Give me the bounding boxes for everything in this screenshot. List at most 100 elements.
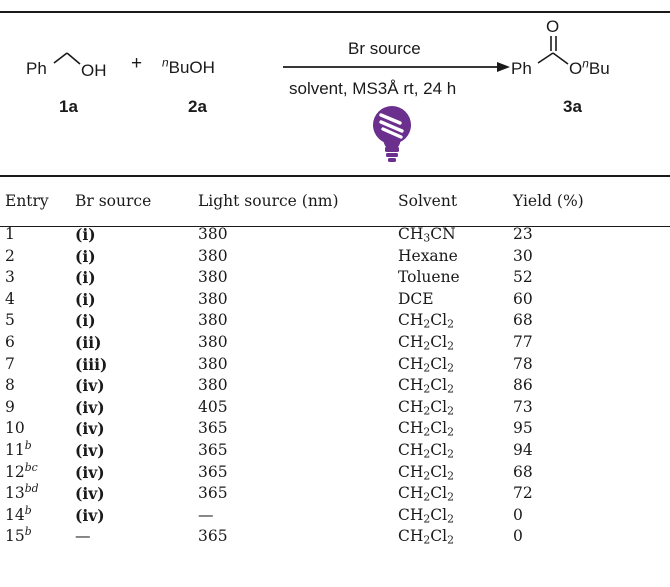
cell-solvent: CH2Cl2 bbox=[398, 397, 455, 418]
table-row: 11b(iv) 365 CH2Cl2 94 bbox=[0, 440, 670, 462]
cell-br-source: (iii) bbox=[75, 354, 108, 374]
reactant1-ph: Ph bbox=[26, 59, 47, 78]
product-n: n bbox=[582, 56, 589, 71]
entry-number: 13 bbox=[5, 484, 25, 503]
arrow-top-label: Br source bbox=[348, 39, 421, 58]
header-top-rule bbox=[0, 175, 670, 177]
cell-br-source: (iv) bbox=[75, 419, 105, 439]
plus-sign: + bbox=[131, 53, 143, 74]
header-row: Entry Br source Light source (nm) Solven… bbox=[0, 178, 670, 224]
entry-footnote: bc bbox=[24, 460, 38, 474]
results-table: Entry Br source Light source (nm) Solven… bbox=[0, 178, 670, 548]
cell-solvent: CH2Cl2 bbox=[398, 484, 455, 504]
cell-entry: 12bc bbox=[0, 460, 75, 484]
entry-footnote: b bbox=[24, 525, 32, 539]
product-bu: Bu bbox=[588, 59, 610, 78]
cell-yield: 30 bbox=[513, 246, 533, 265]
label-1a: 1a bbox=[59, 97, 78, 116]
product-ester-o: OnBu bbox=[569, 56, 610, 79]
product-o: O bbox=[569, 59, 583, 78]
cell-entry: 7 bbox=[0, 354, 75, 376]
cell-br-source: (i) bbox=[75, 225, 96, 244]
bond-ph-ch2 bbox=[53, 52, 68, 64]
entry-number: 2 bbox=[5, 246, 15, 265]
cell-yield: 60 bbox=[513, 289, 533, 308]
product-carbonyl-o: O bbox=[546, 17, 560, 36]
cell-yield: 78 bbox=[513, 354, 533, 373]
entry-number: 6 bbox=[5, 332, 15, 351]
reactant2-main: BuOH bbox=[168, 58, 215, 77]
cell-solvent: CH2Cl2 bbox=[398, 419, 455, 440]
cell-br-source: (iv) bbox=[75, 505, 105, 525]
cell-yield: 73 bbox=[513, 397, 533, 416]
header-br-source: Br source bbox=[75, 192, 152, 210]
cell-entry: 10 bbox=[0, 418, 75, 440]
cell-entry: 13bd bbox=[0, 483, 75, 505]
cell-light-source: 380 bbox=[198, 354, 228, 373]
arrow-bottom-label: solvent, MS3Å rt, 24 h bbox=[289, 79, 457, 98]
cell-yield: 94 bbox=[513, 440, 533, 459]
reactant1-bonds bbox=[53, 36, 569, 72]
entry-footnote: bd bbox=[24, 481, 39, 495]
entry-number: 10 bbox=[5, 419, 25, 438]
cell-light-source: 380 bbox=[198, 311, 228, 330]
cell-light-source: 365 bbox=[198, 440, 228, 459]
cell-light-source: 380 bbox=[198, 332, 228, 351]
cell-yield: 77 bbox=[513, 332, 533, 351]
header-light-source: Light source (nm) bbox=[198, 192, 339, 210]
cell-br-source: (i) bbox=[75, 268, 96, 288]
cell-br-source: (iv) bbox=[75, 440, 105, 460]
cell-entry: 14b bbox=[0, 505, 75, 527]
cell-br-source: (i) bbox=[75, 311, 96, 331]
cell-entry: 1 bbox=[0, 224, 75, 246]
cell-yield: 72 bbox=[513, 484, 533, 503]
cell-solvent: CH2Cl2 bbox=[398, 311, 455, 332]
cell-entry: 3 bbox=[0, 267, 75, 289]
label-2a: 2a bbox=[188, 97, 207, 116]
lightbulb-icon bbox=[373, 106, 411, 162]
cell-light-source: 405 bbox=[198, 397, 228, 416]
cell-br-source: — bbox=[75, 527, 91, 546]
cell-entry: 6 bbox=[0, 332, 75, 354]
bond-ch2-oh bbox=[66, 52, 81, 65]
cell-br-source: (iv) bbox=[75, 462, 105, 482]
entry-number: 7 bbox=[5, 354, 15, 373]
cell-br-source: (iv) bbox=[75, 484, 105, 504]
cell-entry: 11b bbox=[0, 440, 75, 462]
entry-number: 12 bbox=[5, 462, 25, 481]
cell-br-source: (iv) bbox=[75, 397, 105, 417]
entry-number: 1 bbox=[5, 225, 15, 243]
cell-entry: 2 bbox=[0, 246, 75, 268]
bond-ph-carbonyl bbox=[537, 52, 554, 64]
header-bottom-rule bbox=[0, 226, 670, 227]
entry-footnote: b bbox=[24, 503, 32, 517]
bond-carbonyl-o bbox=[552, 52, 569, 65]
reactant2: nBuOH bbox=[162, 56, 215, 78]
cell-solvent: Toluene bbox=[398, 268, 460, 287]
cell-entry: 8 bbox=[0, 375, 75, 397]
cell-solvent: CH2Cl2 bbox=[398, 440, 455, 461]
entry-footnote: b bbox=[24, 438, 32, 452]
cell-light-source: 380 bbox=[198, 225, 228, 243]
header-yield: Yield (%) bbox=[513, 192, 584, 210]
cell-light-source: 365 bbox=[198, 419, 228, 438]
cell-br-source: (iv) bbox=[75, 376, 105, 396]
cell-solvent: CH3CN bbox=[398, 225, 456, 245]
cell-br-source: (ii) bbox=[75, 332, 102, 352]
cell-light-source: 380 bbox=[198, 268, 228, 287]
cell-solvent: CH2Cl2 bbox=[398, 505, 455, 526]
cell-yield: 95 bbox=[513, 419, 533, 438]
cell-light-source: — bbox=[198, 505, 214, 524]
cell-solvent: CH2Cl2 bbox=[398, 376, 455, 396]
entry-number: 4 bbox=[5, 289, 15, 308]
